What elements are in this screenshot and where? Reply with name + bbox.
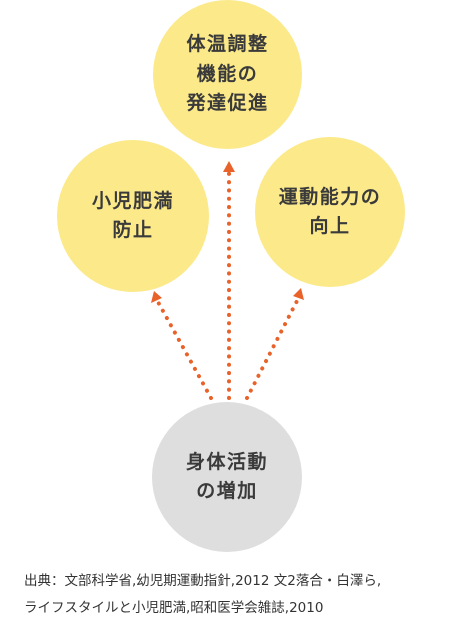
source-citation: 出典：文部科学省,幼児期運動指針,2012 文2落合・白澤ら, ライフスタイルと… — [24, 573, 382, 616]
arrowhead-right — [293, 288, 304, 300]
node-motor-ability-label: 運動能力の 向上 — [278, 185, 382, 237]
node-obesity-prevention: 小児肥満 防止 — [57, 140, 209, 292]
node-physical-activity: 身体活動 の増加 — [152, 402, 302, 552]
arrow-to-right — [245, 288, 304, 400]
node-thermoregulation-label: 体温調整 機能の 発達促進 — [186, 33, 269, 115]
arrows — [151, 161, 304, 400]
arrowhead-left — [151, 291, 162, 303]
arrow-to-left — [151, 291, 213, 400]
arrow-to-top — [223, 161, 235, 400]
node-thermoregulation: 体温調整 機能の 発達促進 — [153, 0, 302, 149]
node-motor-ability: 運動能力の 向上 — [255, 137, 405, 287]
arrowhead-top — [223, 161, 235, 172]
node-physical-activity-label: 身体活動 の増加 — [185, 450, 268, 502]
diagram: 体温調整 機能の 発達促進 小児肥満 防止 運動能力の 向上 身体活動 の増加 — [57, 0, 405, 552]
node-obesity-prevention-label: 小児肥満 防止 — [91, 189, 174, 241]
